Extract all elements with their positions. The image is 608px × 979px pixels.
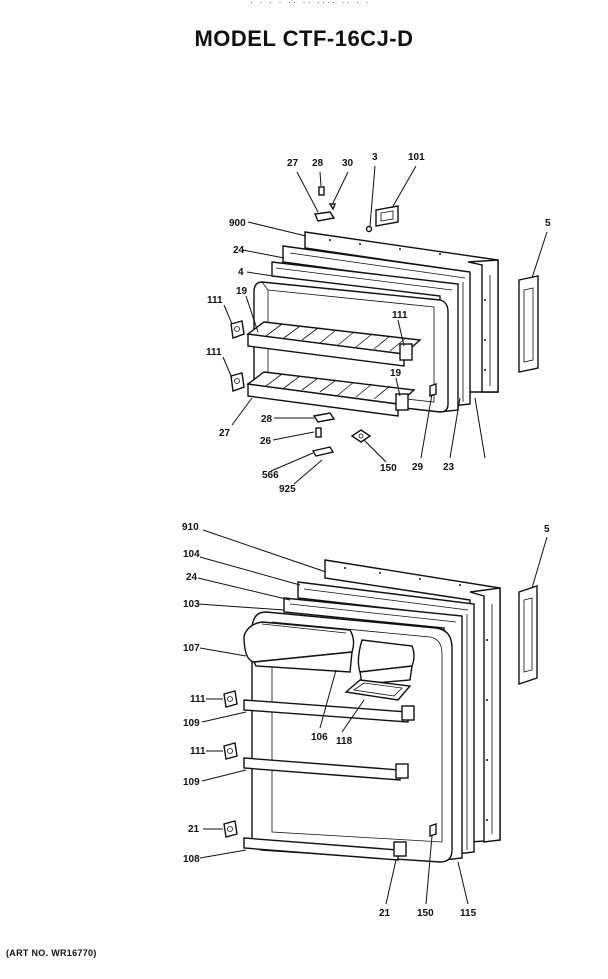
callout-label: 104 — [183, 549, 200, 560]
top-cropped-text: · · · · ·· ·· ···· ·· · · — [250, 0, 371, 7]
callout-label: 111 — [190, 746, 206, 757]
callout-label: 150 — [380, 463, 397, 474]
callout-label: 109 — [183, 718, 200, 729]
callout-label: 4 — [238, 267, 244, 278]
callout-label: 23 — [443, 462, 455, 473]
callout-label: 27 — [287, 158, 299, 169]
fresh-food-door-assembly — [223, 559, 538, 863]
fresh-food-leader-lines — [197, 529, 548, 905]
callout-label: 28 — [312, 158, 324, 169]
freezer-top-hardware — [313, 186, 399, 233]
fresh-food-callout-labels: 910 104 24 103 5 107 111 109 106 118 111… — [182, 522, 550, 919]
fresh-food-door-shelf-3 — [243, 837, 407, 861]
freezer-loose-parts — [311, 383, 437, 457]
page-title: MODEL CTF-16CJ-D — [194, 26, 414, 51]
callout-label: 21 — [188, 824, 200, 835]
callout-label: 111 — [206, 347, 222, 358]
callout-label: 26 — [260, 436, 272, 447]
freezer-shelf-end-caps — [230, 320, 245, 392]
callout-label: 106 — [311, 732, 328, 743]
callout-label: 108 — [183, 854, 200, 865]
fresh-food-door-shelf-2 — [243, 757, 409, 781]
callout-label: 21 — [379, 908, 391, 919]
freezer-door-assembly — [230, 186, 539, 457]
callout-label: 28 — [261, 414, 273, 425]
freezer-callout-labels: 27 28 30 3 101 900 24 4 5 111 19 111 111… — [206, 152, 551, 495]
freezer-door-handle — [518, 275, 539, 373]
callout-label: 5 — [545, 218, 551, 229]
art-number: (ART NO. WR16770) — [6, 948, 97, 958]
callout-label: 109 — [183, 777, 200, 788]
callout-label: 101 — [408, 152, 425, 163]
callout-label: 107 — [183, 643, 200, 654]
callout-label: 150 — [417, 908, 434, 919]
fresh-food-door-shelf-1 — [243, 699, 415, 723]
freezer-door-shelf-lower — [246, 371, 416, 417]
callout-label: 27 — [219, 428, 231, 439]
callout-label: 910 — [182, 522, 199, 533]
callout-label: 925 — [279, 484, 296, 495]
callout-label: 5 — [544, 524, 550, 535]
freezer-door-shelf-upper — [246, 321, 422, 367]
callout-label: 111 — [392, 310, 408, 321]
callout-label: 19 — [390, 368, 402, 379]
callout-label: 118 — [336, 736, 353, 747]
fresh-food-door-handle — [518, 585, 538, 685]
callout-label: 24 — [233, 245, 245, 256]
callout-label: 900 — [229, 218, 246, 229]
callout-label: 19 — [236, 286, 248, 297]
callout-label: 29 — [412, 462, 424, 473]
fresh-food-door-stop — [429, 823, 437, 837]
freezer-leader-lines — [222, 165, 548, 485]
callout-label: 111 — [207, 295, 223, 306]
callout-label: 103 — [183, 599, 200, 610]
callout-label: 115 — [460, 908, 477, 919]
fresh-food-shelf-end-caps — [223, 690, 238, 838]
butter-compartment-door — [357, 639, 415, 685]
callout-label: 30 — [342, 158, 354, 169]
dairy-compartment-door — [243, 621, 355, 673]
callout-label: 3 — [372, 152, 378, 163]
callout-label: 24 — [186, 572, 198, 583]
egg-tray — [344, 679, 412, 701]
callout-label: 566 — [262, 470, 279, 481]
callout-label: 111 — [190, 694, 206, 705]
